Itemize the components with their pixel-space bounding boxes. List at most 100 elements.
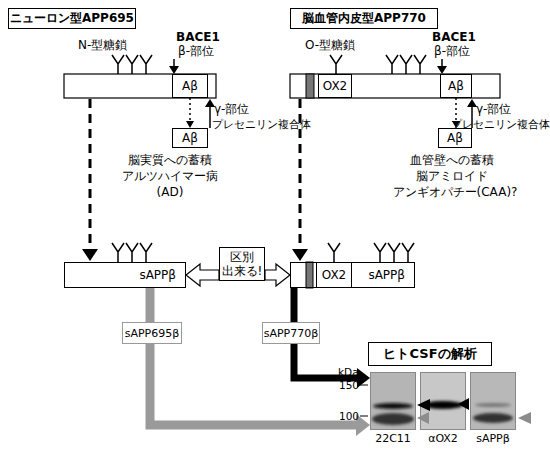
blot-lane	[420, 372, 466, 430]
gray-segment	[306, 262, 313, 288]
annotation-label: N-型糖鎖	[78, 38, 127, 52]
node-text: Aβ	[182, 131, 198, 145]
abeta-peptide: Aβ	[438, 128, 472, 148]
glycan-symbol	[388, 243, 400, 262]
blot-panel: αOX2	[420, 372, 466, 430]
arrowhead	[467, 99, 477, 107]
annotation-label: 100	[339, 409, 359, 423]
band-marker	[417, 412, 429, 424]
annotation-label: β-部位	[178, 44, 214, 58]
annotation-label: β-部位	[434, 44, 470, 58]
glycan-symbol	[328, 243, 340, 262]
node-text: sAPPβ	[476, 432, 510, 445]
arrowhead	[437, 66, 447, 74]
gray-segment	[306, 74, 314, 98]
annotation-label: γ-部位	[214, 102, 249, 116]
node-text: 区別 出来る!	[221, 250, 263, 279]
annotation-label: 150	[339, 378, 359, 392]
blot-band	[473, 413, 513, 423]
annotation-label: アンギオパチー(CAA)?	[393, 185, 518, 199]
glycan-symbol	[414, 55, 426, 74]
glycan-symbol	[126, 55, 138, 74]
analysis-title-box: ヒトCSFの解析	[368, 342, 492, 366]
connector	[150, 288, 151, 322]
connector-line	[146, 288, 155, 322]
band-marker	[417, 399, 430, 411]
connector-line	[294, 344, 361, 378]
annotation-label: kDa	[338, 365, 359, 379]
dashed-arrow	[89, 99, 92, 250]
connector	[294, 288, 295, 322]
node-text: Aβ	[182, 79, 198, 93]
cleavage-arrow	[209, 105, 211, 128]
blot-band	[475, 403, 511, 407]
hollow-arrow	[265, 264, 290, 286]
blot-panel: sAPPβ	[470, 372, 516, 430]
node-text: sAPPβ	[368, 268, 405, 282]
abeta-peptide: Aβ	[172, 128, 208, 148]
glycan-symbol	[400, 55, 412, 74]
abeta-domain: Aβ	[172, 74, 208, 98]
blot-band	[373, 403, 413, 409]
glycan-symbol	[140, 55, 152, 74]
node-text: 脳血管内皮型APP770	[302, 10, 426, 27]
annotation-label: 脳実質への蓄積	[128, 153, 212, 167]
glycan-symbol	[374, 243, 386, 262]
fragment-tag: sAPP770β	[262, 322, 320, 344]
glycan-group	[112, 55, 426, 262]
fragment-tag: sAPP695β	[122, 322, 182, 344]
glycan-symbol	[140, 243, 152, 262]
abeta-domain: Aβ	[440, 74, 472, 98]
glycan-symbol	[330, 55, 342, 74]
connector	[186, 264, 219, 286]
sappb-fragment: sAPPβ	[64, 262, 186, 288]
hollow-arrow	[186, 264, 219, 286]
blot-band	[372, 413, 414, 425]
connector	[265, 264, 290, 286]
title-box: 脳血管内皮型APP770	[290, 8, 438, 29]
blot-band	[423, 401, 463, 409]
annotation-label: BACE1	[432, 30, 476, 44]
node-text: αOX2	[428, 432, 458, 445]
arrowhead	[292, 249, 308, 261]
ox2-domain: OX2	[316, 262, 352, 288]
node-text: ヒトCSFの解析	[383, 345, 476, 363]
node-text: sAPPβ	[139, 268, 176, 282]
distinguish-box: 区別 出来る!	[219, 247, 265, 281]
annotation-label: BACE1	[176, 30, 220, 44]
node-text: sAPP770β	[264, 327, 319, 340]
band-marker	[458, 398, 469, 410]
node-text: ニューロン型APP695	[10, 10, 134, 27]
annotation-label: アルツハイマー病	[122, 169, 218, 183]
arrowhead	[82, 249, 98, 261]
node-text: sAPP695β	[125, 327, 180, 340]
title-box: ニューロン型APP695	[8, 8, 136, 29]
scale-tick	[360, 416, 368, 417]
annotation-label: 血管壁への蓄積	[410, 153, 494, 167]
ox2-domain: OX2	[318, 74, 352, 98]
connector-line	[291, 288, 298, 322]
glycan-symbol	[402, 243, 414, 262]
node-text: Aβ	[447, 131, 463, 145]
connector	[150, 344, 370, 436]
app695-bar	[64, 74, 216, 98]
annotation-label: γ-部位	[476, 102, 511, 116]
annotation-label: (AD)	[157, 185, 184, 199]
node-text: OX2	[322, 268, 347, 282]
annotation-label: プレセニリン複合体	[451, 117, 550, 131]
node-text: OX2	[323, 79, 348, 93]
arrowhead	[169, 66, 179, 74]
blot-panel: 22C11	[370, 372, 416, 430]
node-text: 22C11	[375, 432, 411, 445]
connector-line	[150, 344, 360, 425]
blot-lane	[470, 372, 516, 430]
annotation-label: プレセニリン複合体	[212, 117, 311, 131]
connector	[186, 98, 194, 128]
arrowhead	[205, 99, 215, 107]
blot-lane	[370, 372, 416, 430]
glycan-symbol	[386, 55, 398, 74]
